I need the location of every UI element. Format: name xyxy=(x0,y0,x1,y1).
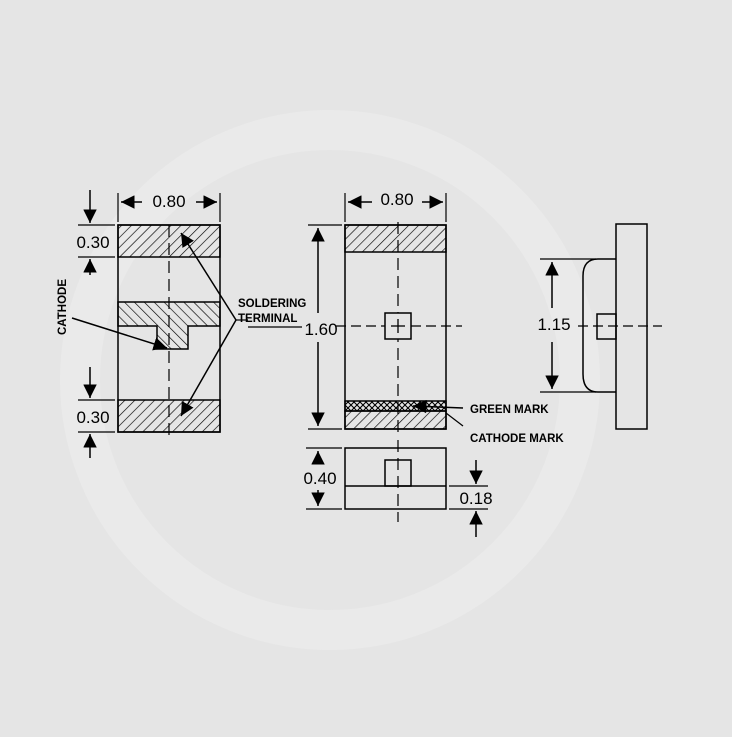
footprint-width-dim: 0.80 xyxy=(152,192,185,211)
front-view-body xyxy=(344,447,447,510)
green-mark-label: GREEN MARK xyxy=(470,404,549,416)
soldering-leader-bottom xyxy=(180,319,237,417)
soldering-label-line2: TERMINAL xyxy=(238,313,297,325)
top-view xyxy=(308,193,464,436)
green-mark-leader xyxy=(412,399,464,414)
footprint-bottom-pad-dim: 0.30 xyxy=(76,408,109,427)
top-view-width-dim: 0.80 xyxy=(380,190,413,209)
front-view-height-dim: 0.40 xyxy=(303,469,336,488)
top-view-upper-terminal xyxy=(344,224,447,253)
front-view xyxy=(306,440,488,537)
cathode-mark-label: CATHODE MARK xyxy=(470,433,564,445)
cathode-label: CATHODE xyxy=(57,279,69,335)
footprint-top-pad-dim: 0.30 xyxy=(76,233,109,252)
side-view xyxy=(540,223,662,430)
top-view-length-dim: 1.60 xyxy=(304,320,337,339)
watermark xyxy=(60,110,600,650)
footprint-view xyxy=(71,190,302,458)
cathode-mark-leader xyxy=(445,412,464,427)
soldering-leader-top xyxy=(180,232,237,321)
side-view-height-dim: 1.15 xyxy=(537,315,570,334)
soldering-label-line1: SOLDERING xyxy=(238,298,306,310)
front-view-lens-dim: 0.18 xyxy=(459,489,492,508)
side-view-lens-profile xyxy=(582,258,616,393)
cathode-mark-band xyxy=(344,410,447,430)
cathode-leader xyxy=(71,317,168,351)
